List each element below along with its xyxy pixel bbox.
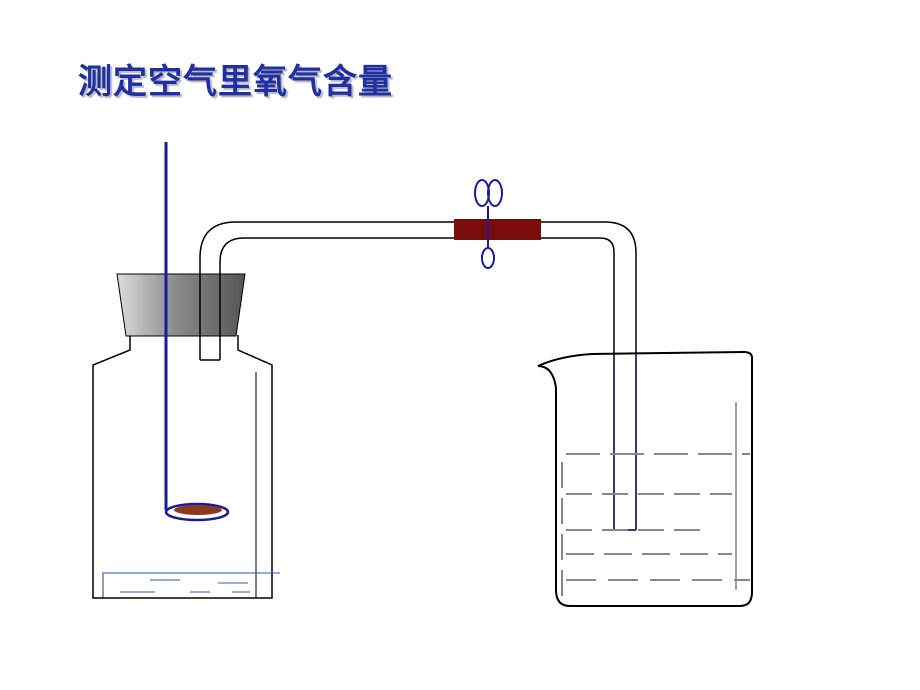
beaker-water-icon [561, 453, 750, 600]
clamp-icon [474, 179, 503, 269]
slide-title: 测定空气里氧气含量 [78, 62, 393, 102]
bottle-icon [92, 335, 273, 599]
stopper-icon [116, 273, 246, 337]
tube-in-beaker-icon [613, 362, 637, 531]
beaker-icon [537, 350, 753, 607]
tube-icon [199, 221, 637, 531]
combustion-spoon-icon [164, 142, 230, 522]
bottle-water-icon [104, 572, 280, 593]
rubber-tube-icon [454, 219, 541, 240]
